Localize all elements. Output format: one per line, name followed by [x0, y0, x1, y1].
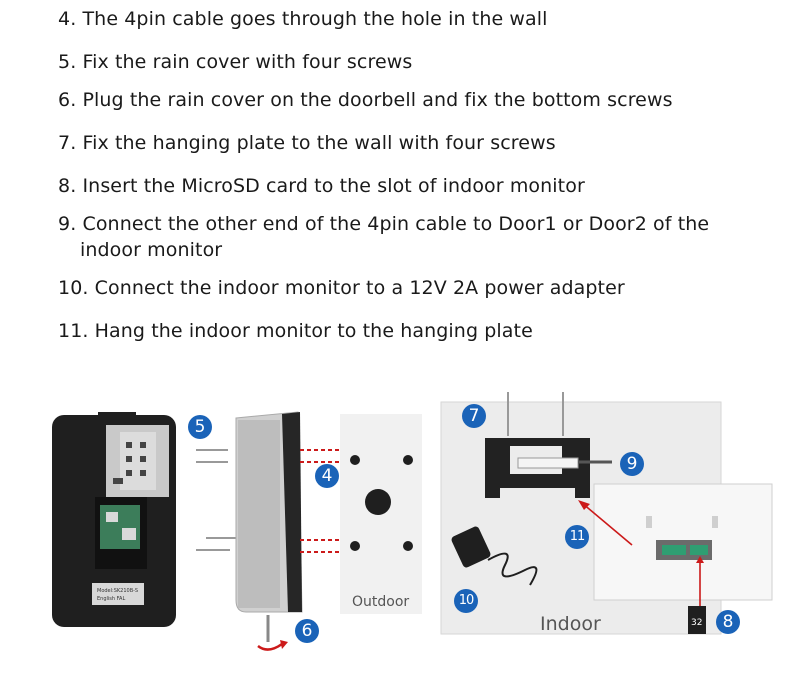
- power-adapter: [451, 526, 538, 586]
- callout-badge-7: 7: [462, 404, 486, 428]
- indoor-caption: Indoor: [540, 613, 601, 635]
- microsd-card: 32: [688, 606, 706, 634]
- sd-card-label: 32: [691, 618, 702, 628]
- outdoor-caption: Outdoor: [352, 594, 410, 610]
- step-9-line2: indoor monitor: [80, 239, 223, 261]
- step-6: 6. Plug the rain cover on the doorbell a…: [58, 89, 673, 111]
- step-9-line1: 9. Connect the other end of the 4pin cab…: [58, 213, 710, 235]
- step-11: 11. Hang the indoor monitor to the hangi…: [58, 320, 533, 342]
- step-10: 10. Connect the indoor monitor to a 12V …: [58, 277, 625, 299]
- callout-badge-5: 5: [188, 415, 212, 439]
- callout-badge-10: 10: [454, 589, 478, 613]
- step-4: 4. The 4pin cable goes through the hole …: [58, 8, 548, 30]
- callout-badge-11: 11: [565, 525, 589, 549]
- callout-badge-8: 8: [716, 610, 740, 634]
- callout-badge-4: 4: [315, 464, 339, 488]
- step-7: 7. Fix the hanging plate to the wall wit…: [58, 132, 556, 154]
- rain-cover: [235, 411, 303, 613]
- model-tag-line2: English FAL: [97, 596, 125, 602]
- step-8: 8. Insert the MicroSD card to the slot o…: [58, 175, 585, 197]
- outdoor-wall: [340, 414, 422, 614]
- doorbell-back-view: Model:SK210B-S English FAL: [52, 412, 176, 627]
- step-5: 5. Fix the rain cover with four screws: [58, 51, 413, 73]
- callout-badge-9: 9: [620, 452, 644, 476]
- red-arrows: [581, 502, 701, 606]
- indoor-monitor: [593, 483, 773, 601]
- callout-badge-6: 6: [295, 619, 319, 643]
- hanging-plate: [485, 392, 612, 498]
- model-tag-line1: Model:SK210B-S: [97, 588, 138, 594]
- screw-icon: [196, 449, 240, 551]
- step-9: 9. Connect the other end of the 4pin cab…: [58, 211, 709, 263]
- rotate-arrow-icon: [257, 615, 288, 651]
